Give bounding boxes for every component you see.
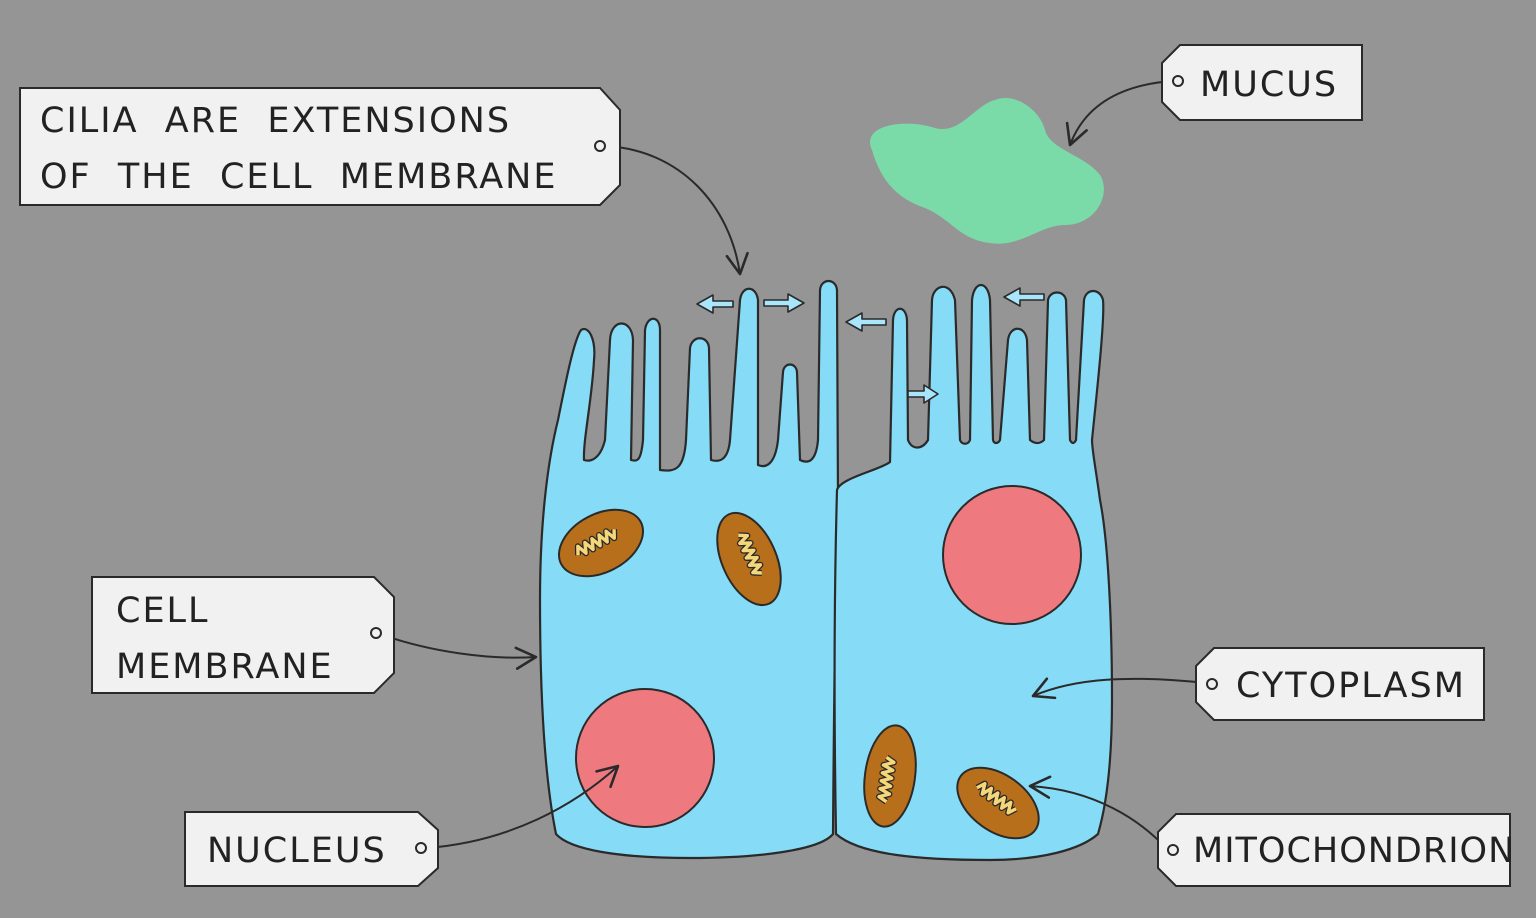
mitochondrion-4	[956, 766, 1040, 840]
label-nucleus-text: NUCLEUS	[207, 831, 387, 871]
leader-cytoplasm	[1031, 677, 1207, 700]
arrow-left-icon	[845, 312, 887, 332]
mitochondrion-2	[716, 511, 782, 607]
arrow-left-icon	[696, 294, 734, 314]
mitochondrion-3	[863, 724, 917, 828]
label-cilia-line2: OF THE CELL MEMBRANE	[40, 157, 557, 197]
mucus-blob	[870, 98, 1104, 244]
label-nucleus: NUCLEUS	[184, 811, 439, 887]
cilia-direction-arrows	[696, 287, 1045, 404]
label-cytoplasm: CYTOPLASM	[1195, 647, 1485, 721]
label-cell-membrane-line2: MEMBRANE	[116, 647, 334, 687]
arrow-left-icon	[1003, 287, 1045, 307]
label-cilia: CILIA ARE EXTENSIONS OF THE CELL MEMBRAN…	[19, 87, 621, 206]
label-cell-membrane: CELL MEMBRANE	[91, 576, 395, 694]
label-mitochondrion-text: MITOCHONDRION	[1193, 831, 1515, 871]
mitochondrion-1	[557, 508, 645, 578]
leader-mucus	[1065, 80, 1173, 147]
leader-mitochondrion	[1028, 775, 1167, 849]
arrow-right-icon	[907, 384, 939, 404]
nucleus-left	[575, 688, 715, 828]
arrow-right-icon	[763, 293, 805, 313]
label-cilia-line1: CILIA ARE EXTENSIONS	[40, 101, 511, 141]
leader-cell-membrane	[379, 633, 538, 670]
leader-cilia	[605, 145, 749, 276]
label-cell-membrane-line1: CELL	[116, 591, 210, 631]
nucleus-right	[942, 485, 1082, 625]
label-mucus-text: MUCUS	[1200, 65, 1338, 105]
leader-nucleus	[425, 764, 620, 849]
label-mitochondrion: MITOCHONDRION	[1157, 813, 1515, 887]
label-mucus: MUCUS	[1161, 44, 1363, 121]
label-cytoplasm-text: CYTOPLASM	[1236, 666, 1466, 706]
